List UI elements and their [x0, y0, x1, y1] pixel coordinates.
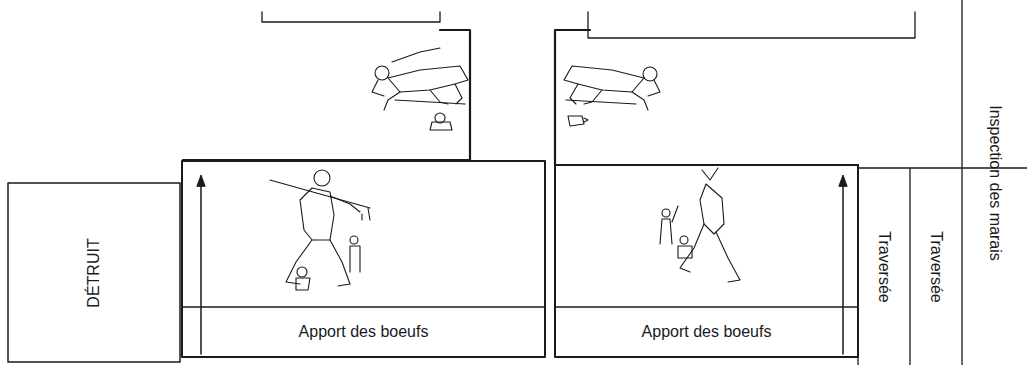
- figure-sketch: [564, 66, 660, 126]
- panel-outline: [555, 165, 858, 357]
- column-lines: [858, 0, 1027, 365]
- band-line: [555, 306, 858, 307]
- wall-line: [262, 12, 440, 22]
- direction-arrow: [842, 180, 844, 354]
- direction-arrow: [200, 180, 202, 354]
- figure-sketch: [372, 48, 468, 130]
- register-column: Traversée: [910, 168, 962, 365]
- register-column: Inspection des marais: [962, 0, 1027, 365]
- panel-outline: [8, 183, 180, 362]
- figure-sketch: [270, 170, 370, 290]
- arrow-head: [197, 175, 205, 186]
- destroyed-panel: DÉTRUIT: [8, 183, 180, 362]
- figure-sketch: [660, 168, 740, 282]
- panel-outline: [555, 30, 858, 165]
- panel-outline: [183, 30, 470, 160]
- band-label: Apport des boeufs: [642, 324, 772, 340]
- scene-band: Apport des boeufs: [555, 307, 858, 357]
- vertical-label: DÉTRUIT: [86, 238, 102, 307]
- band-label: Apport des boeufs: [299, 324, 429, 340]
- panel-outline: [182, 161, 545, 357]
- scene-band: Apport des boeufs: [182, 307, 545, 357]
- arrow-head: [839, 175, 847, 186]
- wall-line: [588, 12, 915, 38]
- vertical-label: Traversée: [876, 231, 892, 302]
- vertical-label: Traversée: [928, 231, 944, 302]
- register-column: Traversée: [858, 168, 910, 365]
- vertical-label: Inspection des marais: [987, 105, 1003, 261]
- band-line: [182, 306, 545, 307]
